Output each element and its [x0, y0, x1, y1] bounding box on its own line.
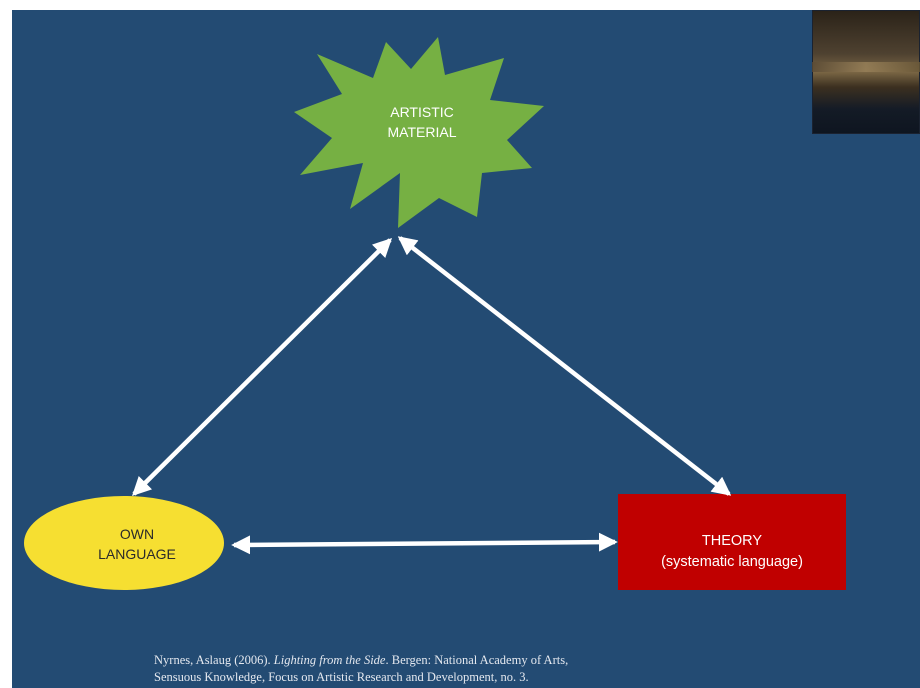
artistic-material-label: ARTISTIC MATERIAL: [342, 102, 502, 143]
own-language-ellipse: [24, 496, 224, 590]
citation: Nyrnes, Aslaug (2006). Lighting from the…: [154, 652, 774, 686]
citation-title: Lighting from the Side: [273, 653, 386, 667]
citation-line1: Nyrnes, Aslaug (2006). Lighting from the…: [154, 652, 774, 669]
artistic-material-line2: MATERIAL: [387, 124, 457, 141]
theory-rectangle: [618, 494, 846, 590]
artistic-material-star: [294, 37, 544, 228]
own-language-line2: LANGUAGE: [98, 546, 176, 563]
slide: ARTISTIC MATERIAL OWN LANGUAGE THEORY (s…: [12, 10, 920, 688]
citation-line2: Sensuous Knowledge, Focus on Artistic Re…: [154, 670, 529, 684]
diagram-canvas: [24, 37, 846, 590]
artistic-material-line1: ARTISTIC: [390, 104, 454, 120]
own-language-label: OWN LANGUAGE: [32, 524, 242, 565]
citation-author-year: Nyrnes, Aslaug (2006).: [154, 653, 274, 667]
theory-line1: THEORY: [701, 533, 763, 549]
arrow-own-theory: [231, 532, 618, 555]
webcam-light-band: [812, 62, 920, 72]
arrow-artistic-theory: [397, 236, 732, 496]
arrow-artistic-own: [131, 238, 393, 496]
webcam-overlay: [812, 10, 920, 134]
theory-label: THEORY (systematic language): [618, 531, 846, 573]
citation-publisher: . Bergen: National Academy of Arts,: [385, 653, 569, 667]
theory-line2: (systematic language): [661, 554, 803, 571]
own-language-line1: OWN: [119, 526, 155, 542]
